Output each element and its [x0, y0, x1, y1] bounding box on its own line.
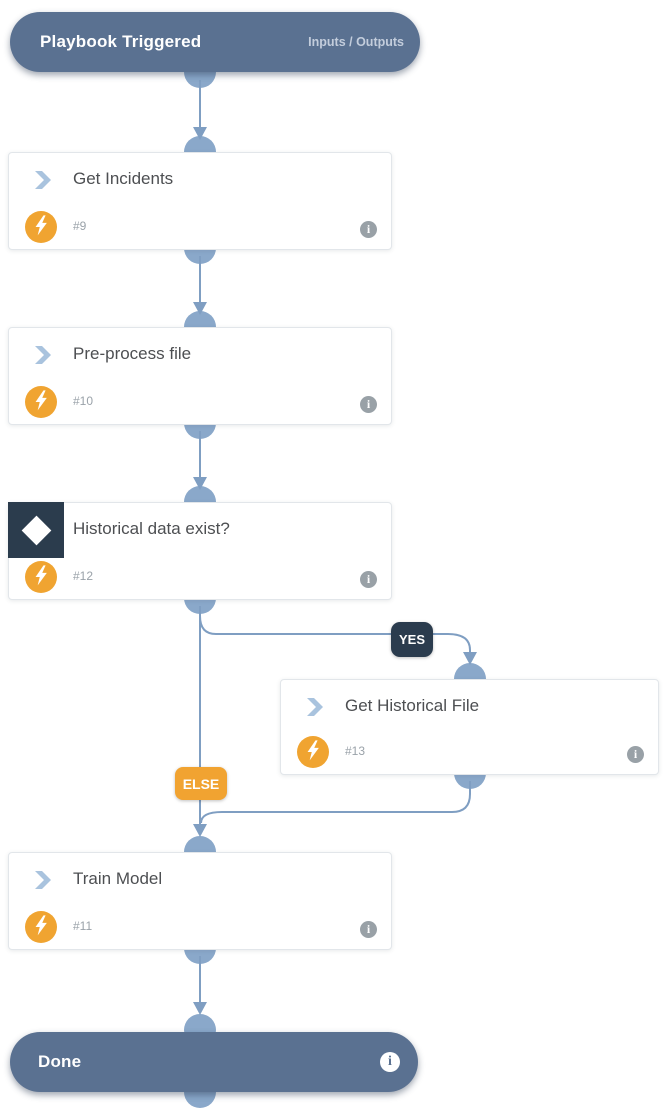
automation-bolt-icon: [25, 386, 57, 418]
branch-label-yes: YES: [391, 622, 433, 657]
branch-label-else: ELSE: [175, 767, 227, 800]
task-card-get-incidents[interactable]: Get Incidents #9 i: [8, 152, 392, 250]
task-card-get-historical-file[interactable]: Get Historical File #13 i: [280, 679, 659, 775]
subplaybook-chevron-icon: [33, 870, 53, 890]
inputs-outputs-link[interactable]: Inputs / Outputs: [308, 35, 404, 49]
task-card-train-model[interactable]: Train Model #11 i: [8, 852, 392, 950]
info-icon[interactable]: i: [360, 396, 377, 413]
task-title: Historical data exist?: [73, 519, 230, 538]
condition-diamond-icon: [8, 502, 64, 558]
info-icon[interactable]: i: [380, 1052, 400, 1072]
info-icon[interactable]: i: [360, 921, 377, 938]
connector-edges: [199, 80, 471, 1002]
info-icon[interactable]: i: [360, 221, 377, 238]
connector-arrowheads: [193, 127, 477, 1015]
info-icon[interactable]: i: [627, 746, 644, 763]
task-number: #10: [73, 394, 94, 408]
playbook-trigger-node[interactable]: Playbook Triggered Inputs / Outputs: [10, 12, 420, 72]
task-title: Train Model: [73, 869, 163, 888]
automation-bolt-icon: [25, 211, 57, 243]
automation-bolt-icon: [297, 736, 329, 768]
task-card-pre-process-file[interactable]: Pre-process file #10 i: [8, 327, 392, 425]
automation-bolt-icon: [25, 561, 57, 593]
subplaybook-chevron-icon: [33, 345, 53, 365]
task-number: #11: [73, 919, 93, 933]
task-title: Get Incidents: [73, 169, 174, 188]
info-icon[interactable]: i: [360, 571, 377, 588]
done-title: Done: [38, 1052, 82, 1071]
condition-card-historical-data-exist[interactable]: Historical data exist? #12 i: [8, 502, 392, 600]
done-node[interactable]: Done i: [10, 1032, 418, 1092]
subplaybook-chevron-icon: [305, 697, 325, 717]
subplaybook-chevron-icon: [33, 170, 53, 190]
task-title: Pre-process file: [73, 344, 192, 363]
task-number: #9: [73, 219, 87, 233]
automation-bolt-icon: [25, 911, 57, 943]
playbook-trigger-title: Playbook Triggered: [40, 32, 202, 51]
task-title: Get Historical File: [345, 696, 480, 715]
task-number: #13: [345, 744, 366, 758]
task-number: #12: [73, 569, 94, 583]
